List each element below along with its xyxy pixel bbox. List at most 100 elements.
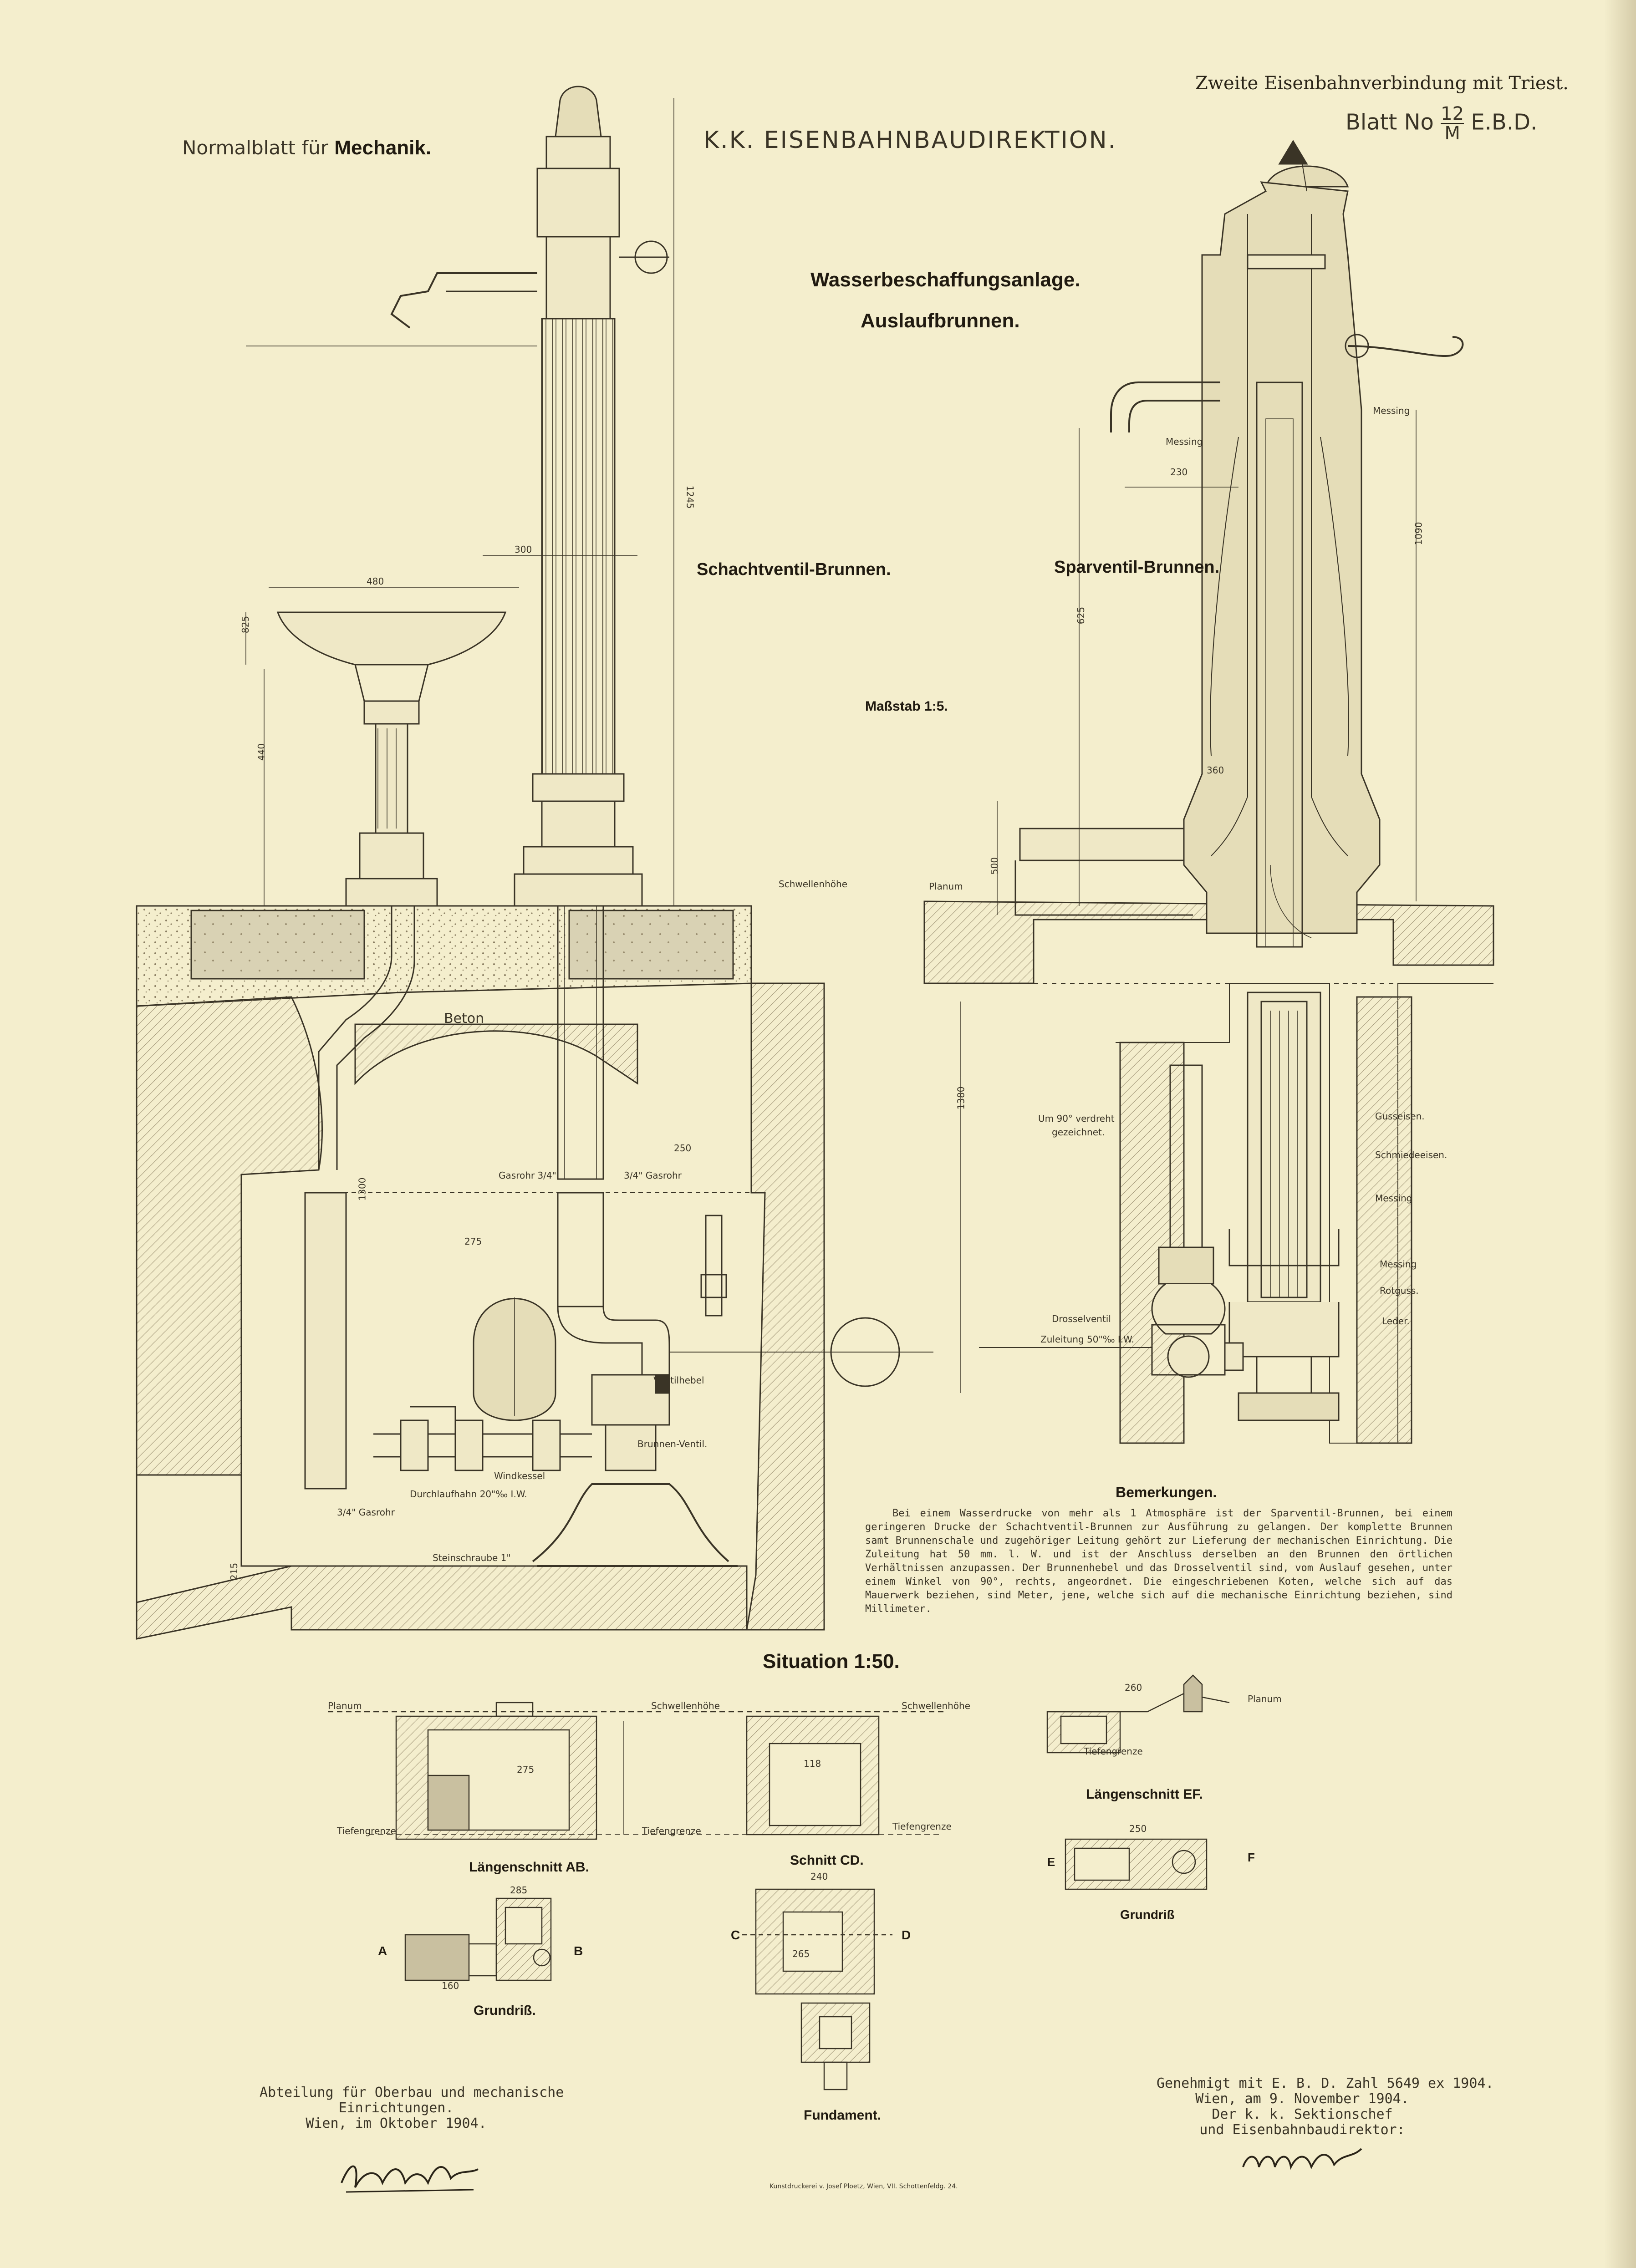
sit-letter-f: F — [1248, 1851, 1255, 1864]
sit-grundriss-ab: Grundriß. — [474, 2003, 536, 2018]
sit-dim-265: 265 — [792, 1948, 810, 1959]
sit-dim-275: 275 — [517, 1764, 535, 1775]
signature-right — [1242, 2148, 1362, 2170]
normalblatt-subject: Mechanik. — [334, 137, 432, 159]
label-schwellenhoehe: Schwellenhöhe — [779, 879, 848, 890]
situation-drawing — [328, 1674, 1230, 2090]
footer-left-line1: Abteilung für Oberbau und mechanische — [260, 2085, 564, 2100]
dim-230: 230 — [1170, 467, 1188, 478]
footer-left: Abteilung für Oberbau und mechanische Ei… — [260, 2085, 564, 2131]
sit-schwellenhoehe-b: Schwellenhöhe — [902, 1700, 971, 1711]
printer-credit: Kunstdruckerei v. Josef Ploetz, Wien, VI… — [770, 2183, 958, 2190]
label-gasrohr-1: Gasrohr 3/4" — [499, 1170, 556, 1181]
label-brunnen-ventil: Brunnen-Ventil. — [637, 1439, 708, 1449]
header-left: Normalblatt für Mechanik. — [182, 137, 431, 159]
sit-planum-ef: Planum — [1248, 1693, 1282, 1704]
sit-grundriss-ef: Grundriß — [1120, 1907, 1175, 1922]
label-ventilhebel: Ventilhebel — [653, 1375, 704, 1386]
blatt-num: 12 — [1441, 103, 1464, 124]
label-schmiedeeisen: Schmiedeeisen. — [1375, 1149, 1447, 1160]
footer-right-line2: Wien, am 9. November 1904. — [1195, 2091, 1409, 2107]
dim-480: 480 — [367, 576, 384, 587]
blatt-no: No — [1404, 109, 1434, 135]
dim-250: 250 — [674, 1143, 692, 1154]
dim-1380: 1380 — [955, 1086, 967, 1110]
label-messing-1: Messing — [1373, 405, 1410, 416]
header-project: Zweite Eisenbahnverbindung mit Triest. — [1195, 73, 1569, 94]
footer-left-line3: Wien, im Oktober 1904. — [306, 2115, 487, 2131]
footer-left-line2: Einrichtungen. — [338, 2100, 454, 2116]
label-messing-2: Messing — [1166, 436, 1203, 447]
sit-dim-285: 285 — [510, 1885, 528, 1896]
label-gasrohr-3: 3/4" Gasrohr — [337, 1507, 395, 1518]
remarks-text: Bei einem Wasserdrucke von mehr als 1 At… — [865, 1508, 1453, 1615]
dim-500: 500 — [989, 857, 1000, 875]
sit-tiefengrenze-1: Tiefengrenze — [337, 1826, 396, 1836]
dim-1300: 1300 — [357, 1177, 368, 1201]
footer-right-line3: Der k. k. Sektionschef — [1212, 2106, 1393, 2122]
sit-dim-250: 250 — [1129, 1823, 1147, 1834]
signature-left — [341, 2165, 479, 2193]
label-gasrohr-2: 3/4" Gasrohr — [624, 1170, 682, 1181]
label-leder: Leder. — [1382, 1316, 1410, 1327]
sit-letter-a: A — [378, 1944, 387, 1958]
sit-letter-c: C — [731, 1928, 740, 1942]
sit-laengenschnitt-ef: Längenschnitt EF. — [1086, 1787, 1203, 1802]
dim-625: 625 — [1075, 606, 1087, 625]
label-durchlaufhahn: Durchlaufhahn 20"‰ I.W. — [410, 1489, 527, 1500]
label-gezeichnet: gezeichnet. — [1052, 1127, 1105, 1138]
dim-275: 275 — [464, 1236, 482, 1247]
schachtventil-drawing — [136, 86, 933, 1640]
label-gusseisen: Gusseisen. — [1375, 1111, 1425, 1122]
label-zuleitung: Zuleitung 50"‰ I.W. — [1040, 1334, 1134, 1345]
label-steinschraube: Steinschraube 1" — [433, 1552, 511, 1563]
blatt-label: Blatt — [1345, 109, 1397, 135]
label-windkessel: Windkessel — [494, 1470, 545, 1481]
blatt-number: Blatt No 12 M E.B.D. — [1345, 105, 1537, 142]
title-auslaufbrunnen: Auslaufbrunnen. — [861, 310, 1020, 332]
title-situation: Situation 1:50. — [763, 1650, 900, 1673]
remarks-title: Bemerkungen. — [1116, 1484, 1217, 1500]
dim-360: 360 — [1207, 765, 1224, 776]
dim-440: 440 — [256, 743, 267, 761]
title-wasserbeschaffung: Wasserbeschaffungsanlage. — [810, 269, 1080, 291]
blatt-den: M — [1444, 123, 1460, 144]
dim-1090: 1090 — [1413, 522, 1424, 545]
label-verdreht: Um 90° verdreht — [1038, 1113, 1115, 1124]
sit-fundament: Fundament. — [804, 2108, 881, 2123]
title-sparventil: Sparventil-Brunnen. — [1054, 558, 1220, 577]
sit-dim-260: 260 — [1125, 1682, 1142, 1693]
sit-letter-b: B — [574, 1944, 583, 1958]
label-beton: Beton — [444, 1011, 484, 1027]
dim-1245: 1245 — [684, 485, 696, 509]
sit-letter-d: D — [902, 1928, 911, 1942]
label-rotguss: Rotguss. — [1380, 1285, 1419, 1296]
sit-tiefengrenze-4: Tiefengrenze — [1084, 1746, 1143, 1757]
sit-planum: Planum — [328, 1700, 362, 1711]
sit-dim-160: 160 — [442, 1980, 459, 1991]
label-messing-4: Messing — [1380, 1259, 1417, 1270]
title-schachtventil: Schachtventil-Brunnen. — [697, 560, 891, 579]
blatt-suffix: E.B.D. — [1471, 109, 1538, 135]
normalblatt-label: Normalblatt für — [182, 137, 328, 159]
label-drosselventil: Drosselventil — [1052, 1313, 1111, 1324]
paper-edge-shadow — [1604, 0, 1636, 2268]
label-messing-3: Messing — [1375, 1193, 1412, 1204]
dim-825: 825 — [240, 615, 251, 634]
sit-dim-240: 240 — [810, 1871, 828, 1882]
footer-right: Genehmigt mit E. B. D. Zahl 5649 ex 1904… — [1157, 2075, 1494, 2138]
sit-tiefengrenze-3: Tiefengrenze — [892, 1821, 952, 1832]
footer-right-line1: Genehmigt mit E. B. D. Zahl 5649 ex 1904… — [1157, 2075, 1494, 2091]
sit-laengenschnitt-ab: Längenschnitt AB. — [469, 1860, 589, 1875]
sit-schwellenhoehe-a: Schwellenhöhe — [651, 1700, 720, 1711]
header-title: K.K. EISENBAHNBAUDIREKTION. — [703, 127, 1117, 154]
dim-300: 300 — [515, 544, 532, 555]
dim-215: 215 — [229, 1562, 240, 1581]
sit-schnitt-cd: Schnitt CD. — [790, 1853, 864, 1868]
footer-right-line4: und Eisenbahnbaudirektor: — [1199, 2122, 1405, 2138]
label-planum: Planum — [929, 881, 963, 892]
sparventil-drawing — [923, 140, 1494, 1444]
scale-label: Maßstab 1:5. — [865, 699, 948, 714]
sit-tiefengrenze-2: Tiefengrenze — [642, 1826, 701, 1836]
